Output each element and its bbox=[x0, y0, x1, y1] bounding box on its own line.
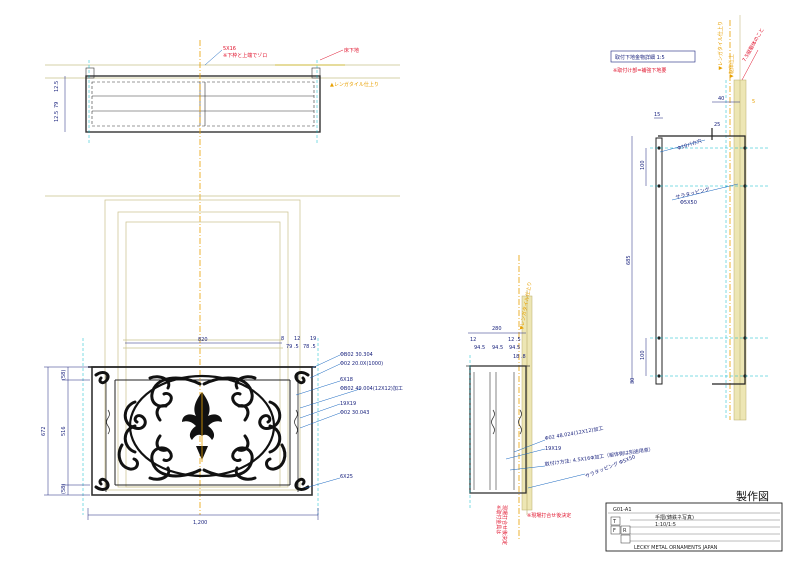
title-block: 製作図 G01-A1 手摺(鋳鉄ネ写真) 1:10/1:5 T F R LECK… bbox=[605, 489, 783, 552]
side-dim-280: 280 bbox=[492, 326, 502, 332]
top-dim-2: 79 bbox=[54, 102, 60, 108]
detail-dim-100b: 100 bbox=[640, 350, 646, 360]
side-label-2: 19X19 bbox=[545, 446, 561, 452]
front-dim-516: 516 bbox=[61, 426, 67, 436]
detail-dim-5: 5 bbox=[752, 99, 755, 105]
top-view-frame bbox=[85, 75, 321, 133]
side-dim-12-5: 12 .5 bbox=[508, 337, 521, 343]
side-view: 280 12 12 .5 94.5 94.5 94.5 18 .8 ▼レンガタイ… bbox=[466, 255, 654, 545]
drawing-scale: 1:10/1:5 bbox=[655, 522, 676, 528]
top-dim-1: 12.5 bbox=[54, 81, 60, 92]
view-r: R bbox=[623, 528, 627, 534]
detail-note: ※取付け部=補強下地要 bbox=[613, 67, 666, 74]
scrollwork-ornament bbox=[117, 374, 287, 481]
item-name: 手摺(鋳鉄ネ写真) bbox=[655, 514, 694, 521]
detail-dim-685: 685 bbox=[626, 255, 632, 265]
side-dim-94a: 94.5 bbox=[474, 345, 485, 351]
front-dim-sub: 79 .5 bbox=[286, 344, 299, 350]
view-t: T bbox=[612, 519, 617, 525]
front-dim-58b: (58) bbox=[61, 484, 67, 494]
corner-scrolls bbox=[94, 371, 310, 491]
top-dim-3: 12.5 bbox=[54, 111, 60, 122]
bracket bbox=[655, 128, 746, 385]
detail-dim-25: 25 bbox=[714, 122, 720, 128]
detail-note-finish2: ▼躯体仕上 bbox=[728, 54, 735, 78]
side-note-site-1: ※取付金具は bbox=[495, 505, 502, 534]
front-dim-c: 19 bbox=[310, 336, 316, 342]
detail-label-1: Φ10バカ穴 bbox=[676, 137, 702, 151]
top-view: 12.5 79 12.5 5X16 ※下枠と上端でゾロ 床下地 ▲レンガタイル仕… bbox=[45, 46, 400, 145]
side-dim-94b: 94.5 bbox=[492, 345, 503, 351]
detail-dim-100a: 100 bbox=[640, 160, 646, 170]
front-label-4: ΦB02 49.004(12X12)加工 bbox=[340, 385, 403, 392]
detail-label-3: Φ5X50 bbox=[680, 200, 697, 206]
front-label-6: Φ02 30.043 bbox=[340, 410, 369, 416]
side-view-frame bbox=[469, 365, 527, 494]
front-dim-total: 1,200 bbox=[193, 520, 207, 526]
front-dim-b: 12 bbox=[294, 336, 300, 342]
top-note-floor: 床下地 bbox=[344, 47, 359, 54]
front-dim-820: 820 bbox=[198, 337, 208, 343]
front-label-1: ΦB02 30.304 bbox=[340, 352, 373, 358]
detail-dim-40: 40 bbox=[718, 96, 724, 102]
side-dim-18: 18 .8 bbox=[513, 354, 526, 360]
sheet-title: 製作図 bbox=[736, 489, 769, 503]
side-label-1: Φ02 48.024(12X12)加工 bbox=[544, 425, 604, 442]
front-view: 820 8 12 19 79 .5 78 .5 1,200 672 516 (5… bbox=[41, 195, 403, 526]
detail-dim-30: 30 bbox=[630, 378, 636, 384]
drawing-no: G01-A1 bbox=[613, 507, 632, 513]
front-label-2: Φ02 20.0X(1000) bbox=[340, 361, 383, 367]
front-dim-672: 672 bbox=[41, 426, 47, 436]
top-note-bar: 5X16 bbox=[223, 46, 236, 52]
front-dim-78: 78 .5 bbox=[303, 344, 316, 350]
detail-dim-15: 15 bbox=[654, 112, 660, 118]
view-f: F bbox=[613, 528, 616, 534]
front-label-3: 6X18 bbox=[340, 377, 353, 383]
side-dim-12: 12 bbox=[470, 337, 476, 343]
front-dim-58a: (58) bbox=[61, 370, 67, 380]
front-dim-a: 8 bbox=[281, 336, 284, 342]
front-label-5: 19X19 bbox=[340, 401, 356, 407]
detail-view: 取付下地金物詳細 1:5 ※取付け部=補強下地要 ▼レンガタイル仕上り ▼躯体仕… bbox=[610, 15, 770, 421]
front-label-7: 6X25 bbox=[340, 474, 353, 480]
detail-title: 取付下地金物詳細 1:5 bbox=[615, 54, 665, 61]
side-note-site-3: ※現場打合せ後決定 bbox=[527, 512, 571, 519]
detail-note-finish: ▼レンガタイル仕上り bbox=[717, 21, 724, 70]
side-note-site-2: 現場打合せ後決定 bbox=[501, 505, 508, 545]
detail-label-2: サラタッピング bbox=[675, 186, 711, 201]
side-dim-94c: 94.5 bbox=[509, 345, 520, 351]
top-note-attach: ※下枠と上端でゾロ bbox=[223, 52, 267, 59]
company-name: LECKY METAL ORNAMENTS JAPAN bbox=[634, 545, 718, 551]
detail-note-wall: 7.5縦躯体のこと bbox=[741, 27, 766, 63]
top-note-finish: ▲レンガタイル仕上り bbox=[330, 81, 379, 88]
